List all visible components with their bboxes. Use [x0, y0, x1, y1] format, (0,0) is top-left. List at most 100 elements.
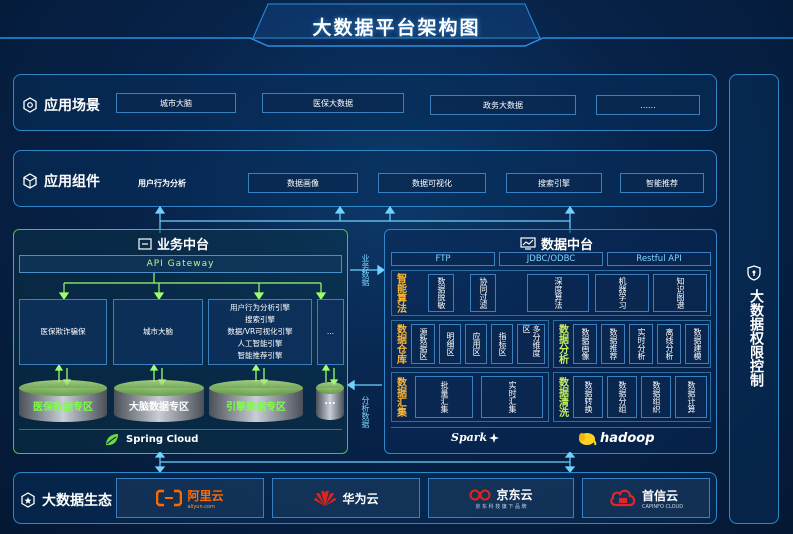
database-cylinder [209, 380, 303, 422]
service-box-engines[interactable]: 用户行为分析引擎 搜索引擎 数据/VR可视化引擎 人工智能引擎 智能推荐引擎 [208, 299, 312, 365]
huaweicloud-logo-card[interactable]: 华为云 [272, 478, 420, 518]
algorithm-item[interactable]: 机器学习 [595, 274, 649, 312]
page-title: 大数据平台架构图 [312, 17, 481, 39]
permission-control-label: 大数据权限控制 [748, 289, 764, 387]
service-line: 用户行为分析引擎 [230, 303, 290, 312]
component-item[interactable]: 智能推荐 [620, 173, 704, 193]
jdcloud-logo-card[interactable]: 京东云 京 东 科 技 旗 下 品 牌 [428, 478, 574, 518]
warehouse-item[interactable]: 应用区 [465, 324, 487, 364]
aliyun-logo-card[interactable]: 阿里云 aliyun.com [116, 478, 264, 518]
jdcloud-logo-icon [469, 489, 491, 500]
cleaning-item[interactable]: 数据分组 [607, 376, 637, 418]
database-label: 大脑数据专区 [129, 402, 189, 413]
data-warehouse-label: 数据仓库 [394, 324, 406, 364]
component-plain-item: 用户行为分析 [138, 179, 186, 188]
spring-leaf-icon [106, 433, 118, 445]
application-components-heading: 应用组件 [22, 171, 100, 191]
service-box-city-brain[interactable]: 城市大脑 [113, 299, 203, 365]
jdcloud-name: 京东云 [496, 488, 533, 502]
data-analysis-label: 数据分析 [556, 324, 568, 364]
business-platform-title: 业务中台 [157, 238, 210, 253]
business-platform-heading: 业务中台 [138, 234, 209, 253]
application-scenes-label: 应用场景 [44, 98, 100, 114]
spark-logo: Spark [451, 431, 500, 444]
scene-item[interactable]: 城市大脑 [116, 93, 236, 113]
algorithm-item[interactable]: 数据脱敏 [428, 274, 454, 312]
title-decoration [0, 3, 793, 47]
shield-icon [747, 265, 761, 281]
scene-item[interactable]: 政务大数据 [430, 95, 576, 115]
aliyun-logo-icon [156, 489, 183, 507]
database-label: ... [324, 396, 336, 407]
cube-icon [23, 173, 37, 189]
service-line: 城市大脑 [143, 327, 173, 336]
monitor-icon [138, 237, 152, 250]
data-platform-panel: 数据中台 FTP JDBC/ODBC Restful API 智能算法 数据脱敏… [384, 229, 717, 454]
collection-item[interactable]: 批量汇集 [415, 376, 473, 418]
spring-cloud-label: Spring Cloud [126, 434, 199, 445]
warehouse-item[interactable]: 多分维度区 [517, 324, 545, 364]
service-line: 数据/VR可视化引擎 [227, 327, 293, 336]
spring-cloud-footer: Spring Cloud [19, 429, 342, 449]
ecosystem-row: 大数据生态 阿里云 aliyun.com [13, 472, 717, 524]
service-line: 人工智能引擎 [237, 339, 283, 348]
capinfo-logo-card[interactable]: 首信云 CAPINFO CLOUD [582, 478, 710, 518]
data-analysis-group [553, 320, 711, 368]
database-cylinder [114, 380, 204, 422]
hadoop-elephant-icon [579, 433, 597, 446]
spark-label: Spark [451, 431, 488, 444]
ecosystem-label: 大数据生态 [42, 493, 112, 509]
service-box-more[interactable]: ... [317, 299, 344, 365]
application-components-row: 应用组件 用户行为分析 数据画像 数据可视化 搜索引擎 智能推荐 [13, 150, 717, 207]
analysis-item[interactable]: 实时分析 [629, 324, 653, 364]
scene-item[interactable]: ...... [596, 95, 700, 115]
warehouse-item[interactable]: 源数据区 [411, 324, 435, 364]
business-platform-panel: 业务中台 API Gateway 医保欺诈骗保 城市大脑 用户行为分析引擎 搜索… [13, 229, 348, 454]
aliyun-sub: aliyun.com [187, 503, 215, 510]
database-cylinders [19, 380, 344, 422]
hadoop-label: hadoop [600, 430, 655, 446]
collection-item[interactable]: 实时汇集 [481, 376, 543, 418]
algorithm-item[interactable]: 深度算法 [527, 274, 589, 312]
service-line: 智能推荐引擎 [237, 351, 283, 360]
title-bar: 大数据平台架构图 [0, 0, 793, 50]
warehouse-item[interactable]: 指标区 [491, 324, 513, 364]
warehouse-item[interactable]: 明细区 [439, 324, 461, 364]
analysis-item[interactable]: 数据推荐 [601, 324, 625, 364]
service-line: 搜索引擎 [245, 315, 275, 324]
protocol-restful[interactable]: Restful API [607, 252, 711, 266]
cleaning-item[interactable]: 数据转换 [573, 376, 603, 418]
chart-monitor-icon [520, 237, 536, 250]
service-line: ... [326, 327, 335, 336]
component-item[interactable]: 搜索引擎 [506, 173, 602, 193]
api-gateway[interactable]: API Gateway [19, 255, 342, 273]
database-label: 医保数据专区 [33, 402, 93, 413]
platform-connectors [346, 264, 386, 391]
component-item[interactable]: 数据画像 [248, 173, 358, 193]
database-cylinder [19, 380, 107, 422]
analysis-item[interactable]: 数据建模 [685, 324, 709, 364]
data-platform-footer: Spark hadoop [391, 427, 711, 449]
scene-item[interactable]: 医保大数据 [262, 93, 404, 113]
spark-star-icon [489, 432, 500, 443]
algorithm-item[interactable]: 协同过滤 [470, 274, 496, 312]
algorithm-item[interactable]: 知识图谱 [653, 274, 707, 312]
analysis-item[interactable]: 数据画像 [573, 324, 597, 364]
lower-connector-lines [154, 452, 576, 473]
component-item[interactable]: 数据可视化 [378, 173, 486, 193]
hadoop-logo: hadoop [577, 430, 655, 446]
data-warehouse-group [391, 320, 549, 368]
protocol-ftp[interactable]: FTP [391, 252, 495, 266]
huawei-petal-icon [314, 490, 337, 506]
business-data-label: 业务数据 [361, 254, 370, 286]
huaweicloud-name: 华为云 [342, 491, 379, 506]
jdcloud-sub: 京 东 科 技 旗 下 品 牌 [475, 504, 527, 510]
smart-algorithms-row [391, 270, 711, 316]
service-box-fraud[interactable]: 医保欺诈骗保 [19, 299, 107, 365]
analysis-item[interactable]: 离线分析 [657, 324, 681, 364]
cleaning-item[interactable]: 数据组织 [641, 376, 671, 418]
cleaning-item[interactable]: 数据计算 [675, 376, 707, 418]
service-line: 医保欺诈骗保 [40, 327, 86, 336]
application-scenes-heading: 应用场景 [22, 95, 100, 115]
protocol-jdbc[interactable]: JDBC/ODBC [499, 252, 603, 266]
